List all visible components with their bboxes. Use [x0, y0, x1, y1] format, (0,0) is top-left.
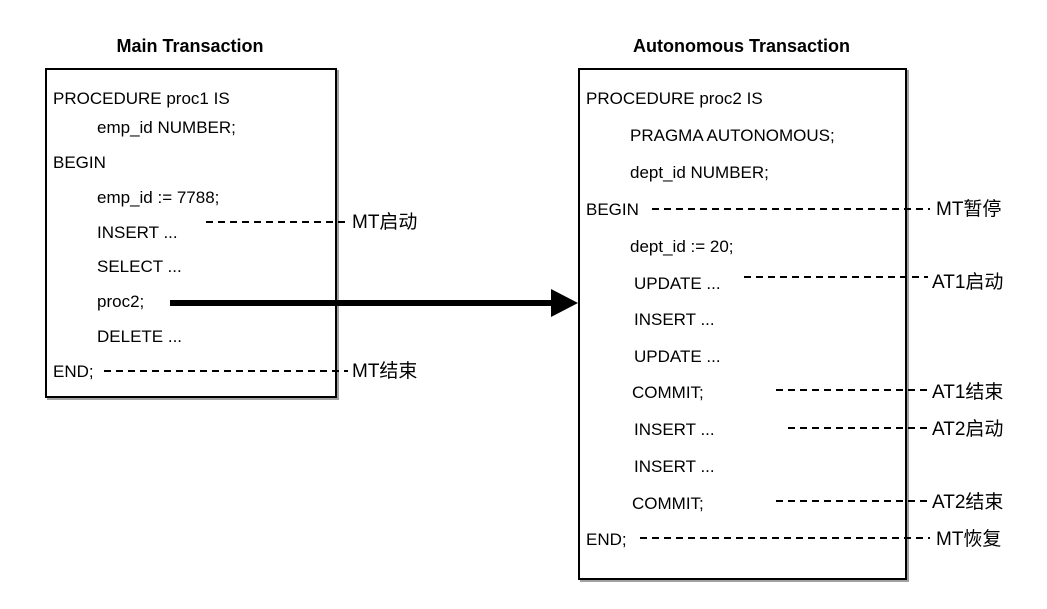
main-transaction-title: Main Transaction	[116, 36, 264, 56]
dash-mt-start	[206, 221, 348, 223]
dash-at1-start	[744, 276, 928, 278]
code-line-update2: UPDATE ...	[634, 347, 721, 366]
label-mt-start: MT启动	[352, 212, 418, 233]
call-arrow-shaft	[170, 300, 551, 306]
code-line-empid-decl: emp_id NUMBER;	[97, 118, 236, 137]
dash-mt-resume	[640, 537, 930, 539]
label-mt-pause: MT暂停	[936, 199, 1002, 220]
code-line-insert: INSERT ...	[97, 223, 178, 242]
code-line-commit1: COMMIT;	[632, 383, 704, 402]
dash-mt-end	[104, 370, 348, 372]
code-line-delete: DELETE ...	[97, 327, 183, 346]
code-line-begin-at: BEGIN	[586, 200, 639, 219]
label-at1-end: AT1结束	[932, 382, 1004, 403]
code-line-select: SELECT ...	[97, 257, 182, 276]
code-line-pragma: PRAGMA AUTONOMOUS;	[630, 126, 835, 145]
code-line-insert3: INSERT ...	[634, 457, 715, 476]
call-arrow-head-icon	[551, 289, 578, 317]
autonomous-transaction-box	[578, 68, 907, 580]
dash-at1-end	[776, 389, 928, 391]
main-transaction-box	[45, 68, 337, 398]
code-line-proc2-call: proc2;	[97, 292, 145, 311]
code-line-insert2: INSERT ...	[634, 420, 715, 439]
dash-mt-pause	[652, 208, 930, 210]
code-line-end: END;	[53, 362, 94, 381]
label-at1-start: AT1启动	[932, 272, 1004, 293]
autonomous-transaction-title: Autonomous Transaction	[632, 36, 850, 56]
label-mt-resume: MT恢复	[936, 529, 1002, 550]
label-mt-end: MT结束	[352, 361, 418, 382]
dash-at2-end	[776, 500, 928, 502]
code-line-begin: BEGIN	[53, 153, 106, 172]
label-at2-end: AT2结束	[932, 492, 1004, 513]
label-at2-start: AT2启动	[932, 419, 1004, 440]
code-line-deptid-assign: dept_id := 20;	[630, 237, 734, 256]
code-line-update1: UPDATE ...	[634, 274, 721, 293]
code-line-deptid-decl: dept_id NUMBER;	[630, 163, 769, 182]
code-line-proc2-header: PROCEDURE proc2 IS	[586, 89, 763, 108]
code-line-empid-assign: emp_id := 7788;	[97, 188, 220, 207]
dash-at2-start	[788, 427, 928, 429]
code-line-proc1-header: PROCEDURE proc1 IS	[53, 89, 230, 108]
code-line-commit2: COMMIT;	[632, 494, 704, 513]
code-line-end-at: END;	[586, 530, 627, 549]
code-line-insert1: INSERT ...	[634, 310, 715, 329]
